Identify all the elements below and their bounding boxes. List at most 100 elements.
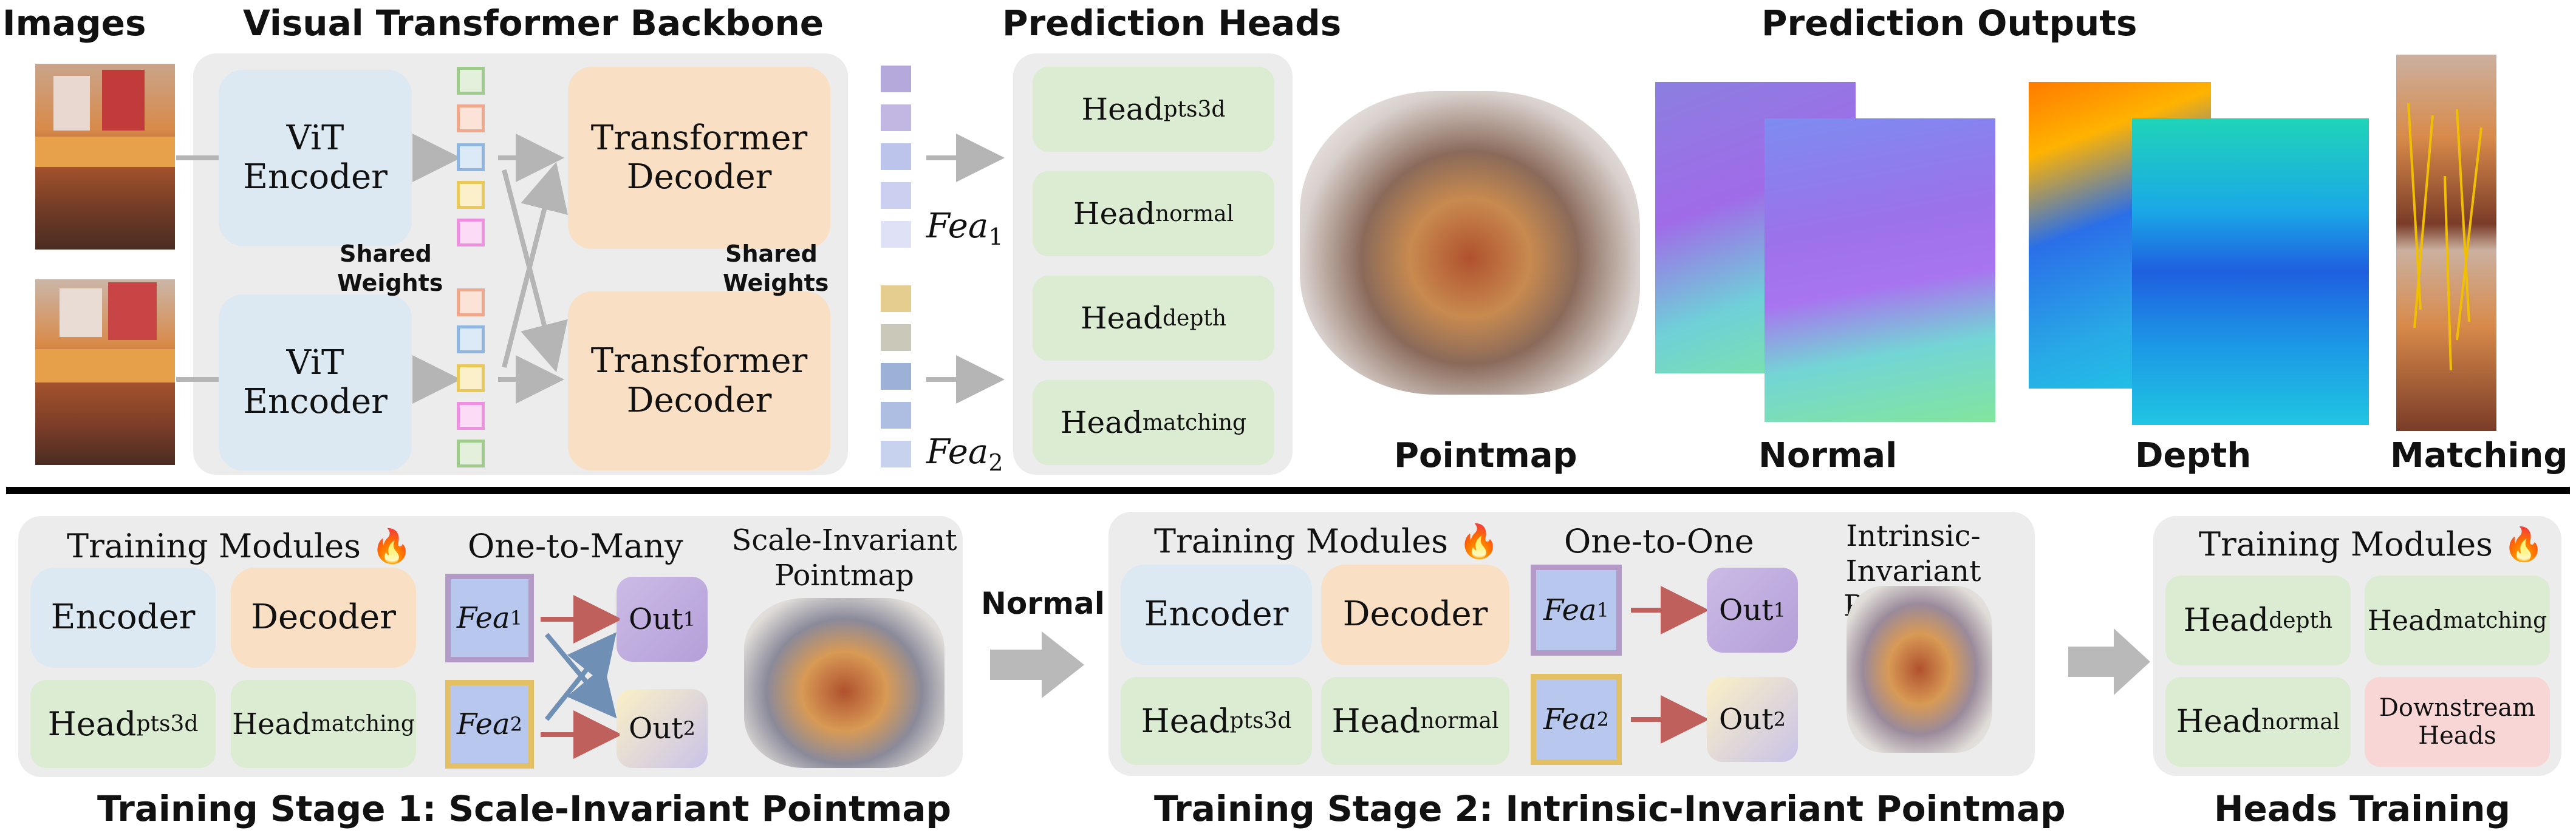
- feature-bar-2: [881, 324, 911, 351]
- shared-weights-encoder: Shared Weights: [337, 240, 443, 297]
- head-sub: matching: [1142, 410, 1247, 435]
- fea-base: Fea: [456, 707, 510, 741]
- stage1-modules-title: Training Modules 🔥: [67, 527, 412, 566]
- normal-output-front: [1765, 118, 1995, 422]
- feature-bar-1: [881, 221, 911, 248]
- shared-label: Shared: [340, 240, 432, 267]
- stage2-caption: Training Stage 2: Intrinsic-Invariant Po…: [1154, 788, 2066, 829]
- decoder-label-line1: Transformer: [590, 341, 808, 381]
- head-sub: matching: [310, 712, 415, 736]
- feature-bar-1: [881, 104, 911, 131]
- stage1-pointmap-image: [744, 598, 945, 768]
- modules-title-text: Training Modules: [1154, 522, 1448, 560]
- head-base: Head: [2176, 704, 2262, 740]
- modules-title-text: Training Modules: [67, 527, 361, 565]
- fea-base: Fea: [1543, 593, 1597, 627]
- output-label-matching: Matching: [2390, 436, 2568, 475]
- fire-icon: 🔥: [1458, 522, 1500, 560]
- transformer-decoder-top: Transformer Decoder: [568, 67, 830, 249]
- stage3-caption: Heads Training: [2214, 788, 2511, 829]
- backbone-title: Visual Transformer Backbone: [243, 2, 824, 44]
- head-base: Head: [1073, 196, 1155, 231]
- head-base: Head: [232, 707, 311, 741]
- out-sub: 2: [683, 717, 695, 740]
- stage2-mapping-title: One-to-One: [1564, 522, 1754, 560]
- stage1-result-label: Scale-Invariant Pointmap: [729, 523, 960, 593]
- output-label-depth: Depth: [2135, 436, 2252, 475]
- feature-bar-2: [881, 402, 911, 429]
- heads-title: Prediction Heads: [1002, 2, 1342, 44]
- fire-icon: 🔥: [2503, 525, 2544, 563]
- token-square: [457, 440, 485, 467]
- feature-bar-1: [881, 143, 911, 170]
- output-label-pointmap: Pointmap: [1394, 436, 1577, 475]
- fea-sub: 1: [988, 223, 1003, 251]
- matching-lines: [2407, 103, 2482, 371]
- token-square: [457, 67, 485, 95]
- outputs-title: Prediction Outputs: [1761, 2, 2137, 44]
- out-sub: 2: [1773, 708, 1786, 731]
- weights-label: Weights: [337, 269, 443, 296]
- matching-output: [2396, 55, 2496, 431]
- fea2-label: Fea2: [926, 432, 1003, 476]
- stage1-caption: Training Stage 1: Scale-Invariant Pointm…: [97, 788, 951, 829]
- head-base: Head: [1081, 92, 1164, 127]
- fire-icon: 🔥: [371, 527, 412, 565]
- output-label-normal: Normal: [1758, 436, 1898, 475]
- result-line2: Pointmap: [774, 558, 914, 593]
- fea-base: Fea: [926, 432, 989, 472]
- fea-base: Fea: [1543, 702, 1597, 736]
- encoder-label-line2: Encoder: [243, 157, 388, 197]
- head-base: Head: [2183, 602, 2269, 639]
- token-square: [457, 104, 485, 132]
- transformer-decoder-bottom: Transformer Decoder: [568, 291, 830, 471]
- head-sub: depth: [2269, 608, 2333, 633]
- head-sub: normal: [2261, 709, 2340, 735]
- fea-sub: 2: [510, 713, 523, 736]
- input-image-1: [35, 64, 175, 250]
- fea-sub: 1: [1596, 599, 1610, 622]
- fea-base: Fea: [456, 601, 510, 635]
- token-square: [457, 219, 485, 246]
- normal-transition-label: Normal: [981, 586, 1105, 621]
- decoder-label-line1: Transformer: [590, 118, 808, 158]
- token-square: [457, 143, 485, 171]
- arrow-icon: [2068, 628, 2150, 695]
- token-square: [457, 325, 485, 353]
- images-title: Images: [2, 2, 146, 44]
- shared-weights-decoder: Shared Weights: [723, 240, 828, 297]
- decoder-label-line2: Decoder: [626, 380, 772, 420]
- feature-bar-1: [881, 66, 911, 92]
- out-base: Out: [1719, 593, 1774, 627]
- token-square: [457, 402, 485, 430]
- feature-bar-2: [881, 363, 911, 390]
- head-base: Head: [1080, 301, 1163, 336]
- encoder-label-line2: Encoder: [243, 382, 388, 421]
- fea-sub: 2: [1596, 708, 1610, 731]
- stage1-mapping-title: One-to-Many: [468, 527, 683, 565]
- input-image-2: [35, 279, 175, 465]
- fea1-label: Fea1: [926, 206, 1003, 250]
- head-sub: depth: [1162, 305, 1227, 331]
- stage2-mapping-arrows: [1631, 586, 1709, 744]
- head-sub: normal: [1155, 201, 1234, 226]
- feature-bar-1: [881, 182, 911, 209]
- stage3-downstream-heads: Downstream Heads: [2365, 677, 2550, 767]
- stage1-decoder: Decoder: [231, 568, 416, 668]
- vit-encoder-top: ViT Encoder: [219, 70, 412, 246]
- result-line1: Intrinsic-Invariant: [1845, 519, 1981, 588]
- depth-output-front: [2132, 118, 2369, 425]
- section-divider: [6, 487, 2570, 494]
